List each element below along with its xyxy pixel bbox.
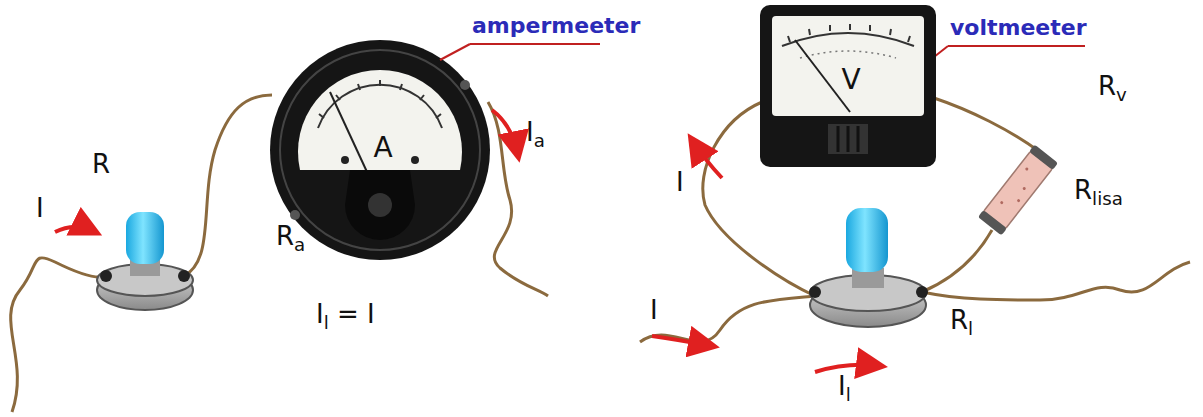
wire — [640, 296, 815, 342]
dot — [411, 156, 419, 164]
lamp-bulb — [126, 212, 164, 264]
ammeter-rim — [280, 50, 480, 250]
underline — [470, 43, 600, 45]
wire — [184, 95, 272, 276]
knob-rib — [847, 126, 850, 152]
scale-ticks — [319, 80, 441, 118]
leader-line — [440, 44, 470, 60]
meter-letter: V — [841, 66, 860, 94]
resistor-cap — [1029, 145, 1058, 171]
resistance-label: R — [92, 150, 110, 179]
scale — [782, 33, 914, 46]
lamp — [97, 212, 193, 310]
current-arrow — [492, 110, 518, 155]
wire — [922, 230, 992, 292]
knob-screw — [368, 193, 392, 217]
terminal — [916, 286, 928, 298]
wire — [11, 258, 106, 412]
meter-title: voltmeeter — [950, 16, 1087, 40]
voltmeter — [760, 5, 936, 167]
knob-rib — [857, 126, 860, 152]
current-label: Il — [838, 372, 851, 401]
equation: Il = I — [316, 300, 375, 329]
wire — [488, 102, 548, 296]
dot — [341, 156, 349, 164]
screw — [290, 210, 300, 220]
resistance-label: Ra — [276, 222, 305, 251]
knob — [345, 170, 415, 240]
resistance-label: Rl — [950, 306, 973, 335]
terminal — [809, 286, 821, 298]
meter-symbol: A — [369, 131, 396, 165]
current-label: I — [36, 194, 44, 223]
resistor-symbol — [978, 145, 1058, 236]
current-arrow — [692, 140, 722, 178]
knob-rib — [837, 126, 840, 152]
voltmeter-face — [772, 16, 924, 116]
speckle — [1022, 186, 1026, 190]
underline — [948, 45, 1085, 47]
meter-symbol: V — [837, 63, 864, 97]
terminal — [100, 270, 112, 282]
current-arrow — [815, 365, 880, 372]
voltmeter-case — [760, 5, 936, 167]
terminal — [178, 270, 190, 282]
screw — [460, 80, 470, 90]
wire — [934, 98, 1040, 152]
scale-ticks — [788, 24, 910, 42]
current-arrow — [652, 336, 712, 346]
current-arrow — [55, 227, 95, 232]
current-label: I — [676, 168, 684, 197]
ammeter-case — [270, 40, 490, 260]
meter-letter: A — [373, 134, 392, 162]
voltmeter-knob — [828, 124, 868, 154]
speckle — [1025, 167, 1029, 171]
lamp-bulb — [846, 208, 888, 272]
resistance-label: Rlisa — [1074, 176, 1123, 205]
speckle — [1000, 201, 1004, 205]
meter-title: ampermeeter — [472, 14, 640, 38]
current-label: I — [650, 296, 658, 325]
resistor-cap — [978, 210, 1007, 236]
speckle — [1016, 199, 1020, 203]
current-label: Ia — [526, 118, 545, 147]
ammeter-face — [298, 70, 462, 170]
lamp — [809, 208, 928, 327]
wire — [922, 262, 1190, 300]
resistance-label: Rv — [1098, 72, 1127, 101]
scale — [800, 51, 896, 58]
ammeter — [270, 40, 490, 260]
